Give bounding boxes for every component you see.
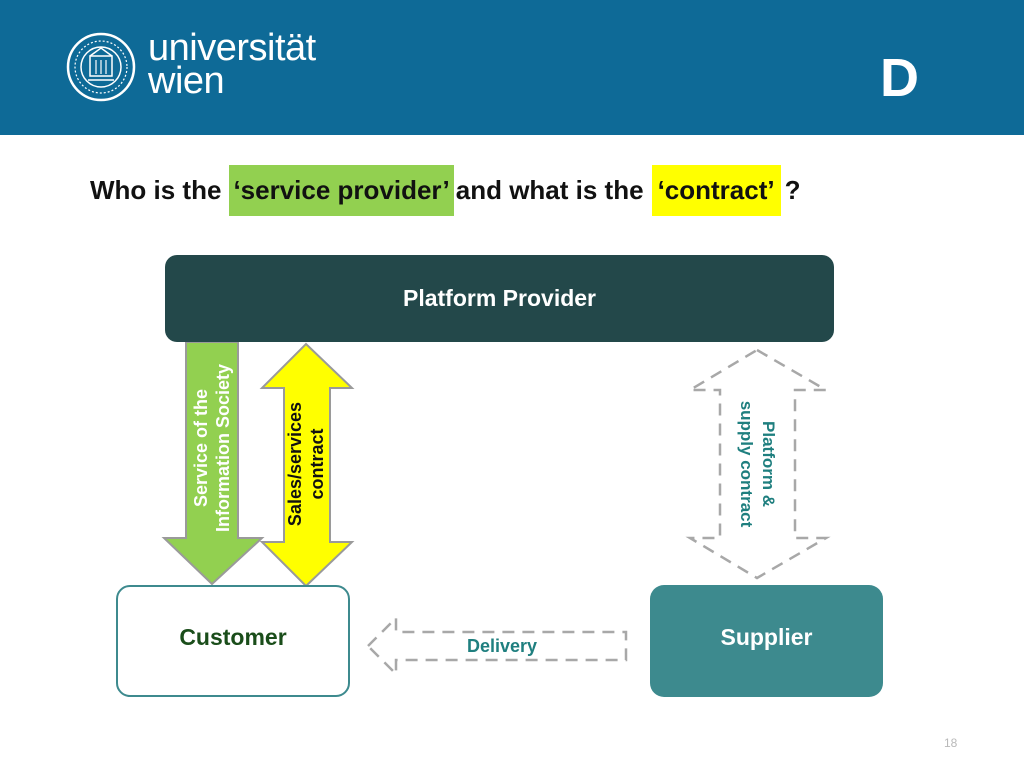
- question-part-3: ?: [784, 174, 801, 205]
- platform-label-line-1: Platform &: [759, 421, 778, 507]
- sales-contract-label: Sales/services contract: [284, 384, 328, 544]
- customer-label: Customer: [179, 623, 287, 650]
- platform-provider-label: Platform Provider: [403, 285, 596, 311]
- supplier-label: Supplier: [720, 623, 813, 650]
- logo-line-1: universität: [148, 27, 316, 69]
- platform-supply-label: Platform & supply contract: [735, 384, 779, 544]
- question-heading: Who is the ‘service provider’ and what i…: [90, 164, 801, 216]
- header-bar: universität wien D: [0, 0, 1024, 135]
- service-arrow: [161, 341, 265, 586]
- platform-provider-box: Platform Provider: [165, 255, 834, 342]
- customer-box: Customer: [116, 585, 350, 697]
- platform-supply-arrow: [685, 348, 831, 580]
- university-seal-icon: [66, 32, 136, 102]
- slide-letter: D: [880, 48, 919, 108]
- logo-wordmark: universität wien: [148, 27, 316, 102]
- delivery-arrow: [366, 614, 628, 678]
- question-part-2: and what is the: [455, 174, 644, 205]
- delivery-label: Delivery: [466, 636, 538, 656]
- page-number: 18: [944, 736, 958, 750]
- sales-label-line-2: contract: [307, 428, 327, 500]
- university-logo: universität wien: [66, 27, 346, 105]
- service-arrow-label: Service of the Information Society: [190, 348, 234, 548]
- logo-line-2: wien: [148, 60, 225, 102]
- service-label-line-1: Service of the: [191, 388, 211, 508]
- highlight-service-provider: ‘service provider’: [229, 164, 454, 216]
- supplier-box: Supplier: [650, 585, 883, 697]
- highlight-contract: ‘contract’: [651, 164, 781, 216]
- platform-label-line-2: supply contract: [737, 400, 756, 528]
- sales-label-line-1: Sales/services: [285, 401, 305, 527]
- service-label-line-2: Information Society: [213, 363, 233, 533]
- question-part-1: Who is the: [90, 174, 222, 205]
